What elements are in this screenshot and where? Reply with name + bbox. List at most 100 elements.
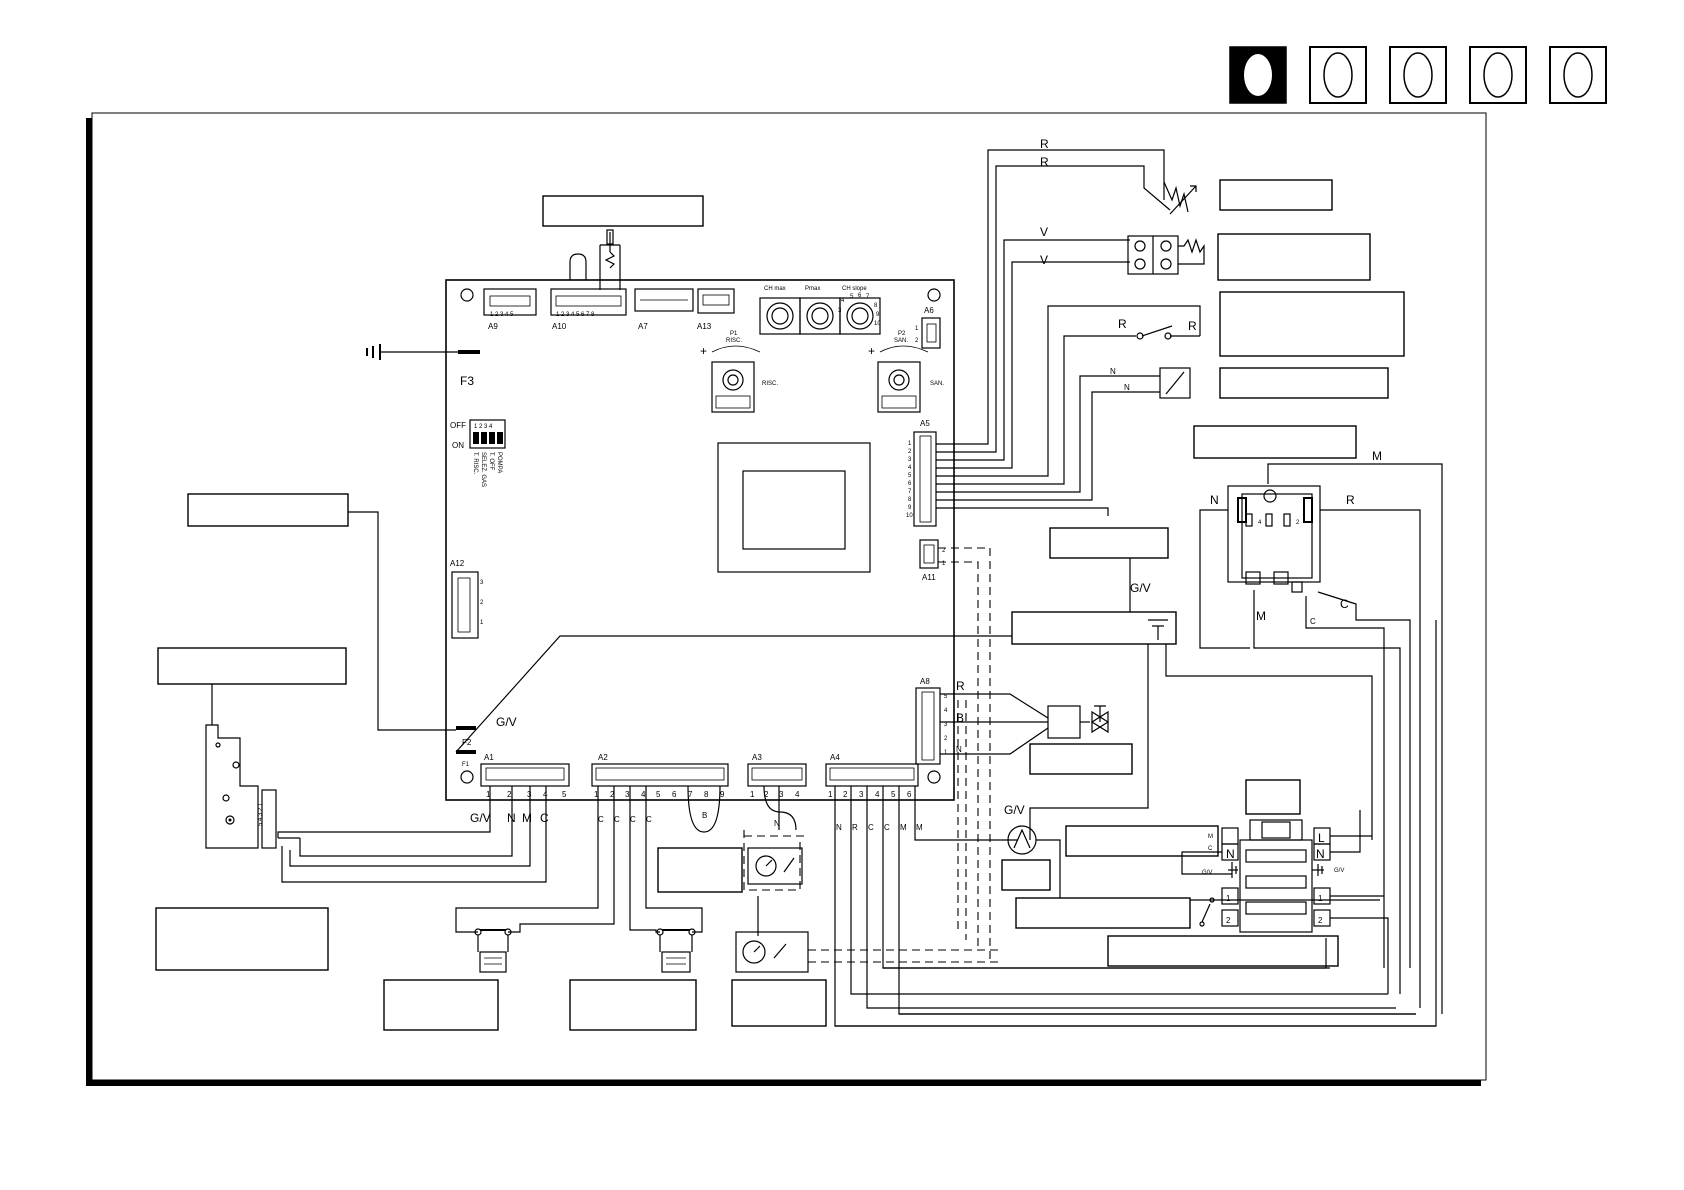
label-box [1015, 897, 1191, 929]
label-box [155, 907, 329, 971]
pump-gv: G/V [1004, 803, 1025, 817]
label-box [1217, 233, 1371, 281]
timer-clock-1[interactable] [747, 847, 803, 885]
terminal-2-left[interactable] [1221, 909, 1239, 927]
knob-ch-max-label: CH max [764, 286, 786, 292]
connector-a6-label: A6 [924, 306, 934, 315]
connector-a8-pin: 5 [944, 694, 948, 700]
connector-a13[interactable]: A13 [697, 288, 735, 331]
a2-term-b: B [702, 811, 707, 820]
gas-valve-n: N [1210, 493, 1219, 507]
fuse-f2[interactable] [456, 726, 476, 730]
page-tab-1[interactable] [1229, 46, 1287, 104]
ground-symbol [366, 344, 458, 360]
sensor-terminal-block[interactable] [1127, 235, 1205, 275]
gas-valve-c2: C [1310, 617, 1316, 626]
page-tab-4[interactable] [1469, 46, 1527, 104]
knob-ch-slope[interactable]: CH slope 3 4 5 6 7 8 9 10 [838, 286, 881, 335]
label-box [1193, 425, 1357, 459]
control-board: F3 F2 F1 1 2 3 4 5 A9 1 2 3 4 5 6 7 8 A1… [445, 279, 955, 801]
connector-a9[interactable]: 1 2 3 4 5 A9 [483, 288, 537, 331]
page-tab-3[interactable] [1389, 46, 1447, 104]
dip-numbers: 1 2 3 4 [474, 424, 493, 430]
label-box [383, 979, 499, 1031]
connector-a4-pin: 6 [907, 790, 912, 799]
label-box [1049, 527, 1169, 559]
thermostat-2[interactable] [656, 928, 696, 973]
connector-a6-pin: 1 [915, 326, 919, 332]
a4-term: C [884, 823, 890, 832]
switch-wire-r: R [1118, 317, 1127, 331]
mount-hole [460, 770, 474, 784]
connector-a10-label: A10 [552, 322, 567, 331]
a4-term: N [836, 823, 842, 832]
connector-a2[interactable]: A2 1 2 3 4 5 6 7 8 9 [591, 753, 729, 799]
connector-a1-pin: 1 [486, 790, 491, 799]
fuse-f1[interactable] [456, 750, 476, 754]
pot-p1-side: RISC. [762, 381, 778, 387]
pressure-switch[interactable] [1136, 325, 1200, 340]
terminal-n-left-label: N [1226, 847, 1235, 861]
connector-a5-pin: 5 [908, 473, 912, 479]
pot-p1-risc[interactable]: P1 RISC. + RISC. [700, 331, 778, 413]
page-tab-5[interactable] [1549, 46, 1607, 104]
heat-exchanger[interactable] [1239, 819, 1313, 933]
knob-ch-max[interactable]: CH max [759, 286, 801, 335]
label-box [1029, 743, 1133, 775]
heat-exchanger-group: N M C 1 2 G/V L N 1 2 G/V [1015, 779, 1389, 994]
connector-a6[interactable]: A6 1 2 [915, 306, 941, 349]
fuse-f3[interactable] [458, 350, 480, 354]
knob-ch-slope-scale: 6 [858, 293, 862, 299]
connector-a5-pin: 3 [908, 457, 912, 463]
ignition-unit[interactable]: 5 4 3 2 1 [205, 724, 277, 849]
a8-term-r: R [956, 679, 965, 693]
connector-a10-pins: 1 2 3 4 5 6 7 8 [556, 312, 595, 318]
terminal-2-left-label: 2 [1226, 916, 1231, 925]
connector-a8-label: A8 [920, 677, 930, 686]
connector-a5-pin: 1 [908, 441, 912, 447]
a2-term: C [630, 815, 636, 824]
pot-p2-san[interactable]: P2 SAN. + SAN. [868, 331, 944, 413]
connector-a12-pin: 3 [480, 580, 484, 586]
connector-a2-pin: 8 [704, 790, 709, 799]
thermostat-1[interactable] [474, 928, 512, 973]
connector-a7[interactable]: A7 [634, 288, 694, 331]
three-way-valve[interactable] [1047, 705, 1110, 739]
knob-ch-slope-scale: 4 [841, 298, 845, 304]
earth-bar: G/V [1011, 527, 1373, 840]
timer-clock-2[interactable] [735, 931, 809, 973]
mount-hole [460, 288, 474, 302]
terminal-n-right-label: N [1316, 847, 1325, 861]
gas-valve[interactable]: 4 2 [1227, 485, 1321, 593]
connector-a12[interactable]: A12 3 2 1 [450, 559, 484, 639]
earth-diagonal: G/V [455, 635, 1016, 753]
label-box [157, 647, 347, 685]
page-tab-2[interactable] [1309, 46, 1367, 104]
connector-a5[interactable]: A5 1 2 3 4 5 6 7 8 9 10 [906, 419, 937, 527]
transformer-core [742, 470, 846, 550]
gas-valve-pin-2: 2 [1296, 520, 1300, 526]
connector-a10[interactable]: 1 2 3 4 5 6 7 8 A10 [550, 288, 627, 331]
a4-term: R [852, 823, 858, 832]
label-box [1001, 859, 1051, 891]
connector-a8[interactable]: A8 5 4 3 2 1 [915, 677, 948, 765]
connector-a11[interactable]: A11 2 1 [919, 539, 946, 582]
gas-valve-group: M 4 2 N R M C C [1193, 425, 1443, 1014]
a2-wiring: C C C C B [383, 785, 721, 1031]
earth-terminal-strip[interactable] [1011, 611, 1177, 645]
solenoid-coil[interactable] [1159, 367, 1191, 399]
terminal-1-left[interactable] [1221, 887, 1239, 905]
connector-a13-label: A13 [697, 322, 712, 331]
connector-a4[interactable]: A4 1 2 3 4 5 6 [825, 753, 919, 799]
ignition-pins: 5 4 3 2 1 [258, 802, 264, 826]
solenoid-wire-n: N [1110, 367, 1116, 376]
connector-a4-label: A4 [830, 753, 840, 762]
pump[interactable]: G/V [1001, 803, 1380, 901]
label-box [1219, 367, 1389, 399]
connector-a2-pin: 3 [625, 790, 630, 799]
connector-a3[interactable]: A3 1 2 3 4 [747, 753, 807, 799]
gas-valve-pin-4: 4 [1258, 520, 1262, 526]
connector-a3-label: A3 [752, 753, 762, 762]
terminal-1-right-label: 1 [1318, 894, 1323, 903]
dip-switch[interactable]: OFF ON 1 2 3 4 POMPA T. OFF SELEZ. GAS T… [450, 419, 506, 487]
